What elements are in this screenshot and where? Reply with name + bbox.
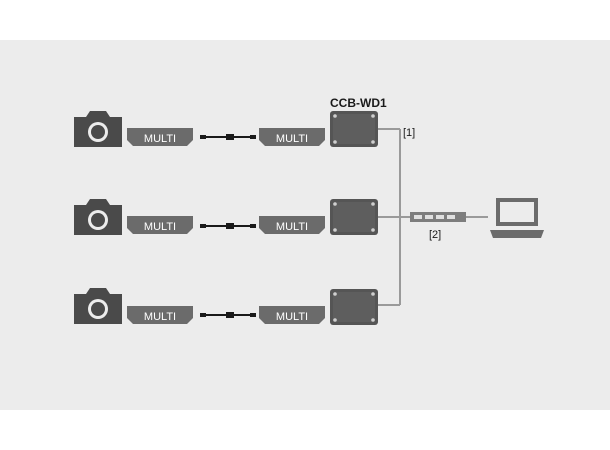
multi-label-left: MULTI [144,311,176,323]
network-lines [378,128,488,306]
multi-label-right: MULTI [276,133,308,145]
row-3: MULTI MULTI [74,288,378,325]
ccb-wd1-box [330,199,378,235]
camera-icon [74,288,122,324]
marker-1: [1] [403,127,415,139]
ccb-wd1-box [330,111,378,147]
multi-label-left: MULTI [144,133,176,145]
multi-label-right: MULTI [276,221,308,233]
camera-icon [74,111,122,147]
multi-label-right: MULTI [276,311,308,323]
cable [200,312,256,318]
row-1: MULTI MULTI [74,111,378,147]
network-hub-icon [410,212,466,222]
camera-icon [74,199,122,235]
ccb-wd1-box [330,289,378,325]
device-label: CCB-WD1 [330,96,387,110]
cable [200,134,256,140]
laptop-icon [490,198,544,238]
cable [200,223,256,229]
multi-label-left: MULTI [144,221,176,233]
row-2: MULTI MULTI [74,199,378,235]
marker-2: [2] [429,229,441,241]
